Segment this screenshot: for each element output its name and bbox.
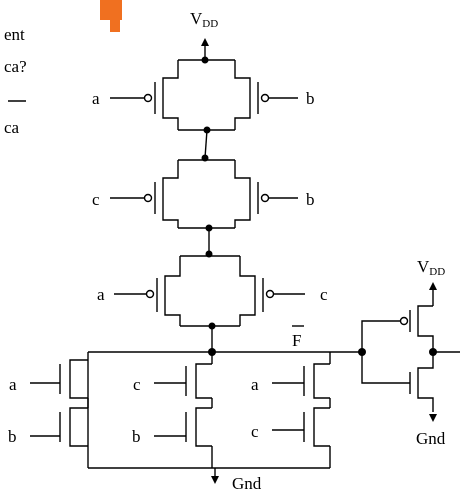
pulldown-col3-bottom-input: c (251, 422, 259, 441)
pmos-bubble-icon (145, 289, 155, 299)
pullup-3-left-input: a (97, 285, 105, 304)
vdd-main-label: VDD (190, 9, 218, 30)
pullup-2-right-input: b (306, 190, 315, 209)
pulldown-col2-top-input: c (133, 375, 141, 394)
header-line-2: ca? (4, 57, 27, 76)
pullup-stage-1: a b (92, 56, 315, 134)
pmos-bubble-icon (399, 316, 409, 326)
pulldown-col1-bottom-input: b (8, 427, 17, 446)
vdd-arrow-icon (201, 38, 209, 46)
pulldown-col2-bottom-input: b (132, 427, 141, 446)
gnd-inv-label: Gnd (416, 429, 446, 448)
gnd-arrow-icon (211, 476, 219, 484)
pullup-1-left-input: a (92, 89, 100, 108)
pmos-bubble-icon (260, 193, 270, 203)
pullup-3-right-input: c (320, 285, 328, 304)
output-inverter: VDD Gnd (361, 257, 460, 448)
pullup-1-right-input: b (306, 89, 315, 108)
pulldown-network: Gnd a b c b a c (8, 352, 331, 493)
pmos-bubble-icon (265, 289, 275, 299)
pullup-stage-3: a c (97, 250, 328, 330)
gnd-inv-arrow-icon (429, 414, 437, 422)
pmos-bubble-icon (260, 93, 270, 103)
vdd-inv-label: VDD (417, 257, 445, 278)
pmos-bubble-icon (143, 93, 153, 103)
title-fragment (100, 0, 122, 32)
vdd-inv-arrow-icon (429, 282, 437, 290)
pullup-stage-2: c b (92, 154, 315, 232)
gnd-main-label: Gnd (232, 474, 262, 493)
pulldown-col3-top-input: a (251, 375, 259, 394)
output-node: F (88, 325, 366, 356)
pulldown-col1-top-input: a (9, 375, 17, 394)
pmos-bubble-icon (143, 193, 153, 203)
pullup-2-left-input: c (92, 190, 100, 209)
header-line-3: ca (4, 118, 20, 137)
header-line-1: ent (4, 25, 25, 44)
output-label-f-bar: F (292, 331, 301, 350)
vdd-main: VDD (190, 9, 218, 60)
